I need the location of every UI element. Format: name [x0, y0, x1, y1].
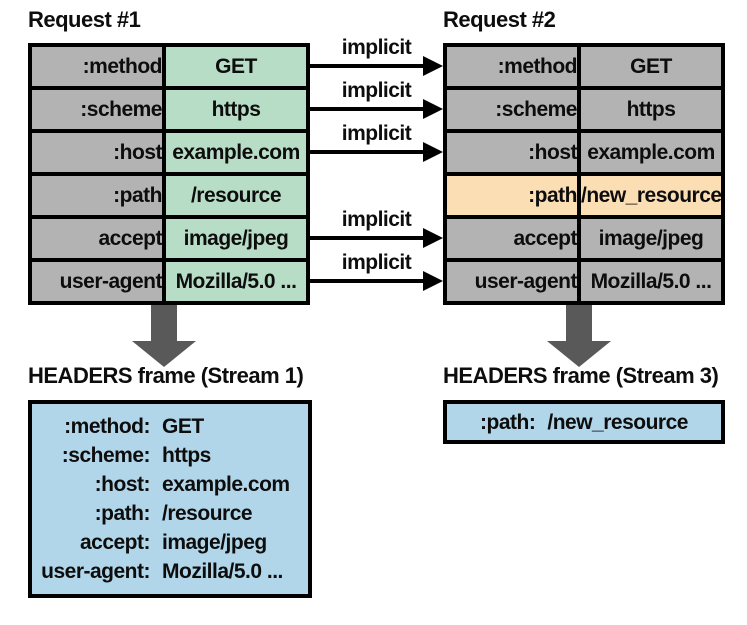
table-row: :host example.com [443, 129, 725, 176]
down-arrowhead-icon [547, 341, 611, 367]
down-arrow-icon [151, 305, 177, 341]
implicit-label: implicit [341, 208, 412, 231]
header-value-cell: /new_resource [577, 172, 725, 219]
frame-key: :method: [64, 415, 150, 438]
right-arrowhead-icon [423, 142, 443, 162]
stream1-frame-title: HEADERS frame (Stream 1) [28, 363, 304, 388]
header-value-cell: image/jpeg [577, 215, 725, 262]
header-name-cell: :host [28, 129, 166, 176]
frame-value: Mozilla/5.0 ... [162, 560, 283, 583]
implicit-arrow-line [310, 64, 424, 68]
implicit-arrow-line [310, 107, 424, 111]
header-name-cell: accept [28, 215, 166, 262]
table-row: :scheme https [443, 86, 725, 133]
frame-line: :path: /new_resource [480, 408, 688, 437]
header-value-cell: https [577, 86, 725, 133]
stream3-frame-title: HEADERS frame (Stream 3) [443, 363, 719, 388]
frame-key: :scheme: [61, 444, 151, 467]
header-value-cell: https [162, 86, 310, 133]
header-name-cell: :scheme [443, 86, 581, 133]
table-row: user-agent Mozilla/5.0 ... [28, 258, 310, 305]
frame-line: user-agent: Mozilla/5.0 ... [32, 557, 308, 586]
header-value-cell: Mozilla/5.0 ... [162, 258, 310, 305]
table-row: accept image/jpeg [443, 215, 725, 262]
frame-value: example.com [162, 473, 290, 496]
header-value-cell: example.com [162, 129, 310, 176]
header-value-cell: GET [162, 43, 310, 90]
frame-key: :host: [94, 473, 151, 496]
frame-line: :host: example.com [32, 470, 308, 499]
header-value-cell: image/jpeg [162, 215, 310, 262]
table-row-highlighted: :path /new_resource [443, 172, 725, 219]
implicit-arrow-line [310, 279, 424, 283]
implicit-label: implicit [341, 122, 412, 145]
frame-value: /resource [162, 502, 253, 525]
right-arrowhead-icon [423, 56, 443, 76]
implicit-label: implicit [341, 79, 412, 102]
stream1-frame-box: :method: GET :scheme: https :host: examp… [28, 400, 312, 598]
right-arrowhead-icon [423, 271, 443, 291]
implicit-arrow-line [310, 150, 424, 154]
table-row: :scheme https [28, 86, 310, 133]
table-row: user-agent Mozilla/5.0 ... [443, 258, 725, 305]
frame-key: accept: [79, 531, 151, 554]
request1-title: Request #1 [28, 7, 141, 32]
request2-title: Request #2 [443, 7, 556, 32]
table-row: accept image/jpeg [28, 215, 310, 262]
header-name-cell: :path [443, 172, 581, 219]
header-name-cell: :method [443, 43, 581, 90]
request2-table: :method GET :scheme https :host example.… [443, 43, 725, 305]
frame-line: :path: /resource [32, 499, 308, 528]
header-name-cell: user-agent [443, 258, 581, 305]
frame-line: :scheme: https [32, 441, 308, 470]
header-value-cell: Mozilla/5.0 ... [577, 258, 725, 305]
frame-key: user-agent: [41, 560, 150, 583]
header-value-cell: example.com [577, 129, 725, 176]
frame-value: image/jpeg [162, 531, 267, 554]
table-row: :method GET [28, 43, 310, 90]
header-value-cell: GET [577, 43, 725, 90]
header-name-cell: :method [28, 43, 166, 90]
request1-table: :method GET :scheme https :host example.… [28, 43, 310, 305]
down-arrowhead-icon [132, 341, 196, 367]
header-name-cell: user-agent [28, 258, 166, 305]
header-name-cell: :path [28, 172, 166, 219]
right-arrowhead-icon [423, 99, 443, 119]
frame-line: accept: image/jpeg [32, 528, 308, 557]
header-name-cell: accept [443, 215, 581, 262]
table-row: :method GET [443, 43, 725, 90]
implicit-label: implicit [341, 251, 412, 274]
table-row: :host example.com [28, 129, 310, 176]
header-name-cell: :host [443, 129, 581, 176]
header-name-cell: :scheme [28, 86, 166, 133]
table-row: :path /resource [28, 172, 310, 219]
frame-key: :path: [94, 502, 151, 525]
frame-value: GET [162, 415, 204, 438]
header-value-cell: /resource [162, 172, 310, 219]
down-arrow-icon [566, 305, 592, 341]
frame-value: https [162, 444, 211, 467]
frame-key: :path: [480, 410, 536, 434]
frame-line: :method: GET [32, 412, 308, 441]
implicit-arrow-line [310, 236, 424, 240]
stream3-frame-box: :path: /new_resource [443, 400, 725, 444]
right-arrowhead-icon [423, 228, 443, 248]
implicit-label: implicit [341, 36, 412, 59]
frame-value: /new_resource [547, 410, 688, 434]
